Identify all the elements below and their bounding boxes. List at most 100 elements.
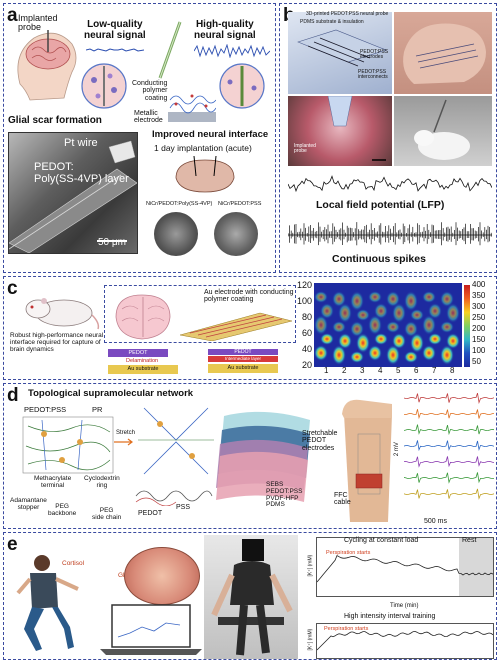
hiit-label: High intensity interval training [344,613,436,620]
cbar-tick: 200 [472,324,486,333]
spectrogram-hotspot [422,291,436,303]
spectrogram-hotspot [374,303,388,319]
ecg-trace [404,424,494,436]
spectrogram-xaxis: 1 2 3 4 5 6 7 8 [314,366,462,379]
intermediate-layer: Intermediate layer [208,356,278,362]
rat-photo [394,96,492,166]
stretched-network [138,407,214,475]
glial-scar-circle [81,63,127,109]
spectrogram-hotspot [374,333,388,345]
perspiration-top-label: Perspiration starts [326,550,371,556]
cyclodextrin-label: Cyclodextrin ring [84,475,120,489]
head-illustration [17,30,77,101]
ecg-trace [404,456,494,468]
au-substrate-left: Au substrate [108,365,178,374]
panel-a-letter: a [7,5,18,26]
panel-c-letter: c [7,278,18,299]
rest-shade [459,538,493,596]
runner-illustration [16,555,79,651]
nicr-right-label: NiCr/PEDOT:PSS [218,201,262,207]
cbar-tick: 50 [472,357,481,366]
x-tick: 3 [360,366,365,375]
sem-micrograph [8,132,138,254]
ecg-traces [404,392,494,500]
spectrogram-hotspot [332,345,346,365]
spectrogram-hotspot [350,321,364,337]
implanted-probe-label: Implanted probe [18,13,58,33]
pt-wire-label: Pt wire [64,137,98,149]
spectrogram-hotspot [410,333,424,353]
spectrogram-hotspot [314,315,328,335]
spectrogram-hotspot [386,291,400,307]
ecg-trace [404,392,494,405]
spectrogram-hotspot [422,315,436,335]
ecg-trace [404,409,494,420]
cbar-tick: 100 [472,346,486,355]
colorbar [464,285,470,367]
spectrogram-hotspot [320,303,334,319]
implanted-probe-photo-label: Implanted probe [294,143,316,155]
spectrogram-hotspot [440,345,454,365]
ffc-label: FFC cable [334,492,351,507]
high-quality-signal [194,44,270,58]
network-box [22,416,114,474]
time-label: Time (min) [390,603,419,609]
stretchable-label: Stretchable PEDOT electrodes [302,430,338,452]
metallic-electrode-label: Metallic electrode [134,110,163,125]
brain-slice [175,155,235,193]
nicr-left-label: NiCr/PEDOT:Poly(SS-4VP) [146,201,213,207]
spikes-trace [288,222,492,246]
cbar-tick: 350 [472,291,486,300]
x-tick: 1 [324,366,329,375]
layers-label: SEBS PEDOT:PSS PVDF-HFP PDMS [266,481,303,509]
x-tick: 8 [450,366,455,375]
spectrogram-hotspot [428,333,442,345]
pedot-chain [135,490,213,506]
improved-interface-label: Improved neural interface [152,129,269,140]
ecg-trace [404,488,494,500]
pedot-layer: PEDOT [108,349,168,357]
spectrogram-hotspot [404,291,418,311]
spectrogram-hotspot [410,309,424,321]
lfp-trace [288,175,492,193]
spectrogram-hotspot [446,333,460,349]
spectrogram-yaxis: 120 100 80 60 40 20 [294,280,312,377]
cyclist-photo [204,535,298,659]
finger-photo [394,12,492,94]
spectrogram-hotspot [332,291,346,307]
y-tick: 20 [301,360,312,370]
spectrogram-hotspot [338,333,352,349]
conducting-polymer-label: Conducting polymer coating [132,80,168,102]
spectrogram-hotspot [356,333,370,353]
spectrogram [314,283,462,367]
high-quality-label: High-quality neural signal [194,19,256,41]
spectrogram-hotspot [386,321,400,333]
chart-bottom [316,623,494,659]
intermediate-diagram: PEDOT Intermediate layer Au substrate [204,347,284,377]
delamination-diagram: PEDOT Delamination Au substrate [104,347,184,377]
pdms-label: PDMS substrate & insulation [300,19,364,25]
y-tick: 80 [301,312,312,322]
robust-label: Robust high-performance neural interface… [10,332,104,353]
spectrogram-hotspot [356,309,370,321]
rat-illustration [25,298,100,330]
y-tick: 100 [296,296,312,306]
implantation-label: 1 day implantation (acute) [154,143,252,153]
ecg-trace [404,472,494,484]
histology-left [154,212,198,256]
x-tick: 7 [432,366,437,375]
spectrogram-hotspot [368,291,382,303]
polymer-coating-schematic [168,94,216,122]
peg-backbone-label: PEG backbone [48,503,77,517]
spectrogram-hotspot [320,333,334,345]
interconnects-label: PEDOT:PSS interconnects [358,69,388,81]
cbar-tick: 300 [472,302,486,311]
spectrogram-hotspot [404,351,418,363]
cbar-tick: 400 [472,280,486,289]
layered-film [216,411,310,502]
ecg-trace [404,440,494,452]
adamantane-label: Adamantane stopper [10,497,47,511]
rat-implant-photo [288,96,392,166]
au-electrode-label: Au electrode with conducting polymer coa… [204,289,294,304]
glial-scar-label: Glial scar formation [8,115,102,126]
